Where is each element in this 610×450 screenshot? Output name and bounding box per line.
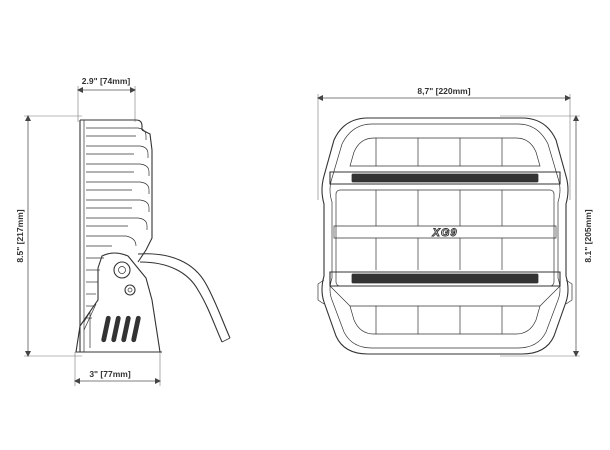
front-height-label: 8.1" [205mm] [583, 209, 593, 262]
front-width-label: 8,7" [220mm] [417, 86, 470, 96]
lower-light-bar [351, 273, 539, 284]
side-bottom-width-dimension: 3" [77mm] [74, 352, 161, 386]
side-top-width-label: 2.9" [74mm] [82, 76, 131, 86]
pivot-bolt-icon [113, 261, 131, 279]
front-view: 8,7" [220mm] 8.1" [205mm] [317, 86, 593, 357]
upper-light-bar [351, 173, 539, 183]
side-height-label: 8.5" [217mm] [15, 209, 25, 262]
side-view: 2.9" [74mm] 8.5" [217mm] 3" [77mm] [15, 76, 231, 386]
product-logo: XG9 [431, 227, 457, 239]
side-housing [79, 119, 153, 352]
adjust-bolt-icon [124, 284, 136, 296]
side-top-width-dimension: 2.9" [74mm] [77, 76, 136, 122]
mounting-bracket [75, 252, 162, 353]
front-height-dimension: 8.1" [205mm] [500, 115, 593, 357]
side-bottom-width-label: 3" [77mm] [89, 369, 131, 379]
side-height-dimension: 8.5" [217mm] [15, 115, 82, 357]
power-cable [137, 253, 231, 343]
front-housing [317, 117, 573, 355]
front-width-dimension: 8,7" [220mm] [317, 86, 571, 200]
light-bars [329, 171, 561, 307]
side-cooling-fins [86, 127, 150, 319]
